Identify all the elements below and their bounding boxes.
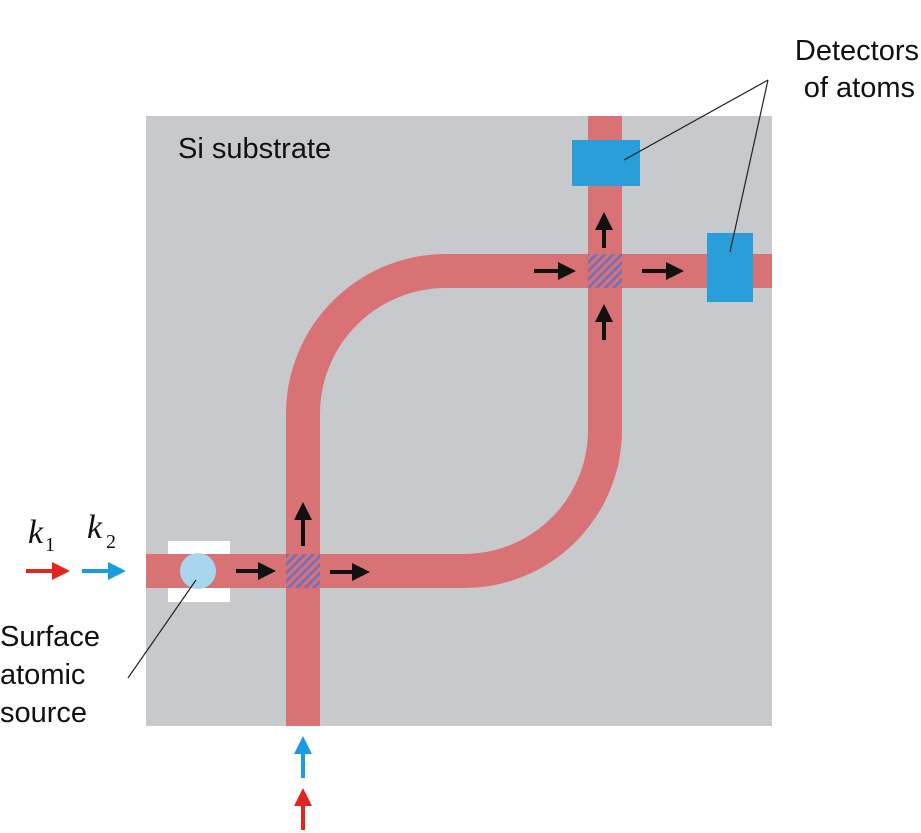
arrow-right-icon bbox=[236, 562, 276, 580]
propagation-arrows bbox=[236, 212, 684, 581]
waveguide-left-vertical bbox=[286, 254, 447, 726]
k2-arrow-left bbox=[82, 562, 126, 580]
k2-label: k 2 bbox=[87, 509, 116, 553]
k1-arrow-bottom bbox=[294, 788, 312, 830]
svg-text:k: k bbox=[87, 509, 103, 546]
detectors-label-line1: Detectors bbox=[795, 35, 919, 67]
arrow-up-icon bbox=[595, 212, 613, 248]
atomic-source-circle bbox=[180, 553, 216, 589]
k1-arrow-left bbox=[26, 562, 70, 580]
detector-right bbox=[707, 233, 753, 302]
source-label-line3: source bbox=[0, 697, 87, 729]
arrow-up-icon bbox=[595, 304, 613, 340]
detectors-label-line2: of atoms bbox=[804, 72, 915, 104]
waveguide-bottom-horizontal bbox=[146, 429, 622, 588]
svg-text:2: 2 bbox=[106, 531, 116, 553]
leader-lines bbox=[127, 79, 769, 679]
arrow-right-icon bbox=[534, 262, 576, 280]
source-label-line2: atomic bbox=[0, 659, 85, 691]
crossing-lower-left bbox=[286, 554, 320, 588]
k1-label: k 1 bbox=[28, 514, 55, 556]
crossing-upper-right bbox=[588, 254, 622, 288]
arrow-up-icon bbox=[294, 502, 312, 546]
svg-text:1: 1 bbox=[45, 534, 55, 556]
source-label-line1: Surface bbox=[0, 621, 100, 653]
k2-arrow-bottom bbox=[294, 736, 312, 778]
si-substrate bbox=[146, 116, 772, 726]
svg-text:k: k bbox=[28, 514, 44, 551]
substrate-label: Si substrate bbox=[178, 133, 331, 165]
detector-top bbox=[572, 140, 640, 186]
arrow-right-icon bbox=[642, 262, 684, 280]
arrow-right-icon bbox=[330, 563, 370, 581]
